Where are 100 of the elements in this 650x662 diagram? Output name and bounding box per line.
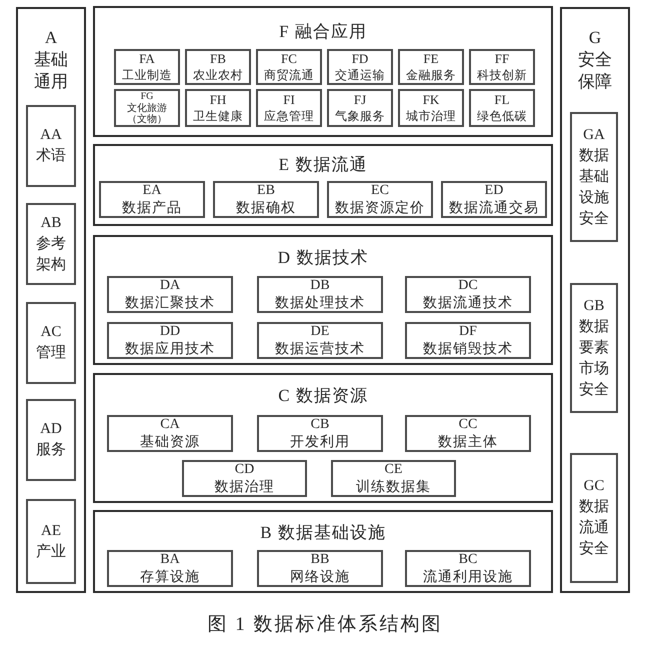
category-name: 应急管理: [264, 108, 314, 125]
category-name: 文化旅游（文物）: [126, 103, 168, 125]
category-code: FI: [283, 91, 295, 108]
category-code: BC: [458, 550, 478, 568]
category-box: [185, 89, 251, 127]
category-box: [257, 276, 383, 313]
category-code: AE: [41, 522, 61, 540]
category-code: AB: [40, 214, 62, 232]
section-title: D 数据技术: [278, 247, 368, 269]
category-box: [327, 89, 393, 127]
category-box: [398, 49, 464, 85]
category-name: 流通利用设施: [423, 568, 513, 586]
category-box: [114, 49, 180, 85]
category-name: 产业: [36, 542, 66, 562]
category-code: DF: [459, 322, 477, 340]
category-code: FF: [494, 50, 510, 67]
category-name: 参考架构: [35, 234, 67, 274]
category-box: [257, 550, 383, 587]
category-code: EA: [142, 182, 162, 200]
category-code: FL: [494, 91, 510, 108]
category-name: 开发利用: [290, 434, 350, 452]
category-box: [257, 415, 383, 452]
category-code: AC: [40, 323, 62, 342]
category-name: 训练数据集: [356, 478, 431, 496]
category-box: [26, 302, 76, 384]
category-name: 科技创新: [477, 67, 527, 84]
section-title: 基础通用: [33, 49, 69, 93]
category-name: 数据应用技术: [125, 340, 215, 358]
category-box: [256, 89, 322, 127]
category-name: 数据资源定价: [335, 200, 425, 218]
category-box: [469, 49, 535, 85]
section-panel: [93, 144, 553, 226]
category-name: 数据基础设施安全: [578, 146, 610, 228]
category-box: [405, 415, 531, 452]
section-code: G: [588, 27, 602, 49]
category-name: 数据流通交易: [449, 200, 539, 218]
category-code: GB: [584, 296, 604, 316]
category-name: 交通运输: [335, 67, 385, 84]
category-name: 城市治理: [406, 108, 456, 125]
category-name: 气象服务: [335, 108, 385, 125]
category-box: [213, 181, 319, 218]
category-name: 数据要素市场安全: [578, 318, 610, 400]
category-name: 网络设施: [290, 568, 350, 586]
category-name: 工业制造: [122, 67, 172, 84]
category-box: [26, 105, 76, 187]
section-code: A: [44, 27, 58, 49]
category-name: 金融服务: [406, 67, 456, 84]
category-name: 数据确权: [236, 200, 296, 218]
category-box: [469, 89, 535, 127]
category-code: DB: [310, 276, 330, 294]
section-panel: [93, 6, 553, 137]
category-code: DD: [160, 322, 180, 340]
category-code: AA: [40, 126, 62, 145]
category-name: 数据产品: [122, 200, 182, 218]
section-panel: [93, 235, 553, 365]
category-box: [26, 399, 76, 481]
category-box: [185, 49, 251, 85]
figure-caption: 图 1 数据标准体系结构图: [208, 613, 442, 637]
category-box: [441, 181, 547, 218]
category-box: [107, 550, 233, 587]
category-code: EC: [371, 182, 389, 200]
category-box: [570, 453, 618, 583]
section-panel: [93, 510, 553, 593]
category-box: [256, 49, 322, 85]
category-box: [331, 460, 456, 497]
category-code: BB: [310, 550, 330, 568]
category-code: FK: [422, 91, 440, 108]
category-name: 数据处理技术: [275, 294, 365, 312]
section-title: 安全保障: [577, 49, 613, 93]
category-name: 商贸流通: [264, 67, 314, 84]
category-box: [107, 276, 233, 313]
category-code: EB: [257, 182, 275, 200]
category-code: BA: [160, 550, 180, 568]
category-code: ED: [484, 182, 504, 200]
category-name: 数据运营技术: [275, 340, 365, 358]
category-box: [99, 181, 205, 218]
category-code: CB: [310, 416, 330, 434]
category-name: 术语: [36, 146, 66, 166]
section-panel: [560, 7, 630, 593]
category-box: [570, 112, 618, 242]
category-name: 管理: [36, 344, 66, 363]
category-box: [257, 322, 383, 359]
category-code: FD: [352, 50, 368, 67]
category-box: [398, 89, 464, 127]
section-title: B 数据基础设施: [260, 522, 386, 544]
category-box: [114, 89, 180, 127]
category-box: [405, 550, 531, 587]
category-code: FG: [140, 91, 154, 102]
category-code: FE: [423, 50, 439, 67]
category-code: AD: [40, 420, 62, 439]
category-name: 数据流通技术: [423, 294, 513, 312]
category-name: 农业农村: [193, 67, 243, 84]
category-code: GA: [583, 126, 605, 144]
section-panel: [16, 7, 86, 593]
category-code: FA: [139, 50, 155, 67]
category-name: 数据销毁技术: [423, 340, 513, 358]
category-code: DA: [160, 276, 180, 294]
section-panel: [93, 373, 553, 503]
category-name: 卫生健康: [193, 108, 243, 125]
category-box: [327, 181, 433, 218]
